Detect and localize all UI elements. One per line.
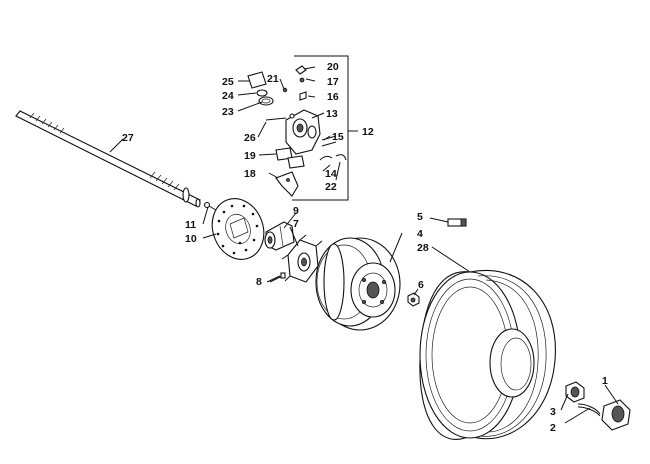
- callout-15: 15: [332, 131, 344, 143]
- valve-stem: [447, 218, 467, 227]
- callout-12: 12: [362, 126, 374, 138]
- flange-stud: [269, 272, 286, 283]
- caliper-bracket-box: [292, 55, 349, 201]
- caliper-bleeder: [282, 65, 307, 101]
- piston-parts: [247, 71, 287, 121]
- hub-cap: [601, 399, 631, 431]
- callout-13: 13: [326, 108, 338, 120]
- callout-18: 18: [244, 168, 256, 180]
- wheel-hub: [264, 221, 295, 251]
- callout-1: 1: [602, 375, 608, 387]
- callout-10: 10: [185, 233, 197, 245]
- lug-nut: [407, 292, 420, 307]
- callout-26: 26: [244, 132, 256, 144]
- callout-2: 2: [550, 422, 556, 434]
- callout-3: 3: [550, 406, 556, 418]
- callout-22: 22: [325, 181, 337, 193]
- callout-25: 25: [222, 76, 234, 88]
- brake-pads: [275, 147, 305, 169]
- cotter-pin: [577, 403, 601, 417]
- callout-11: 11: [185, 219, 196, 231]
- callout-6: 6: [418, 279, 424, 291]
- hub-flange: [281, 234, 325, 283]
- callout-7: 7: [293, 218, 299, 230]
- callout-19: 19: [244, 150, 256, 162]
- callout-23: 23: [222, 106, 234, 118]
- callout-21: 21: [267, 73, 279, 85]
- tire: [419, 269, 556, 440]
- disc-bolt: [203, 201, 217, 211]
- axle-shaft: [15, 110, 201, 208]
- brake-disc: [211, 198, 265, 260]
- callout-16: 16: [327, 91, 339, 103]
- callout-17: 17: [327, 76, 339, 88]
- callout-8: 8: [256, 276, 262, 288]
- callout-28: 28: [417, 242, 429, 254]
- callout-27: 27: [122, 132, 134, 144]
- wheel-rim: [315, 237, 401, 331]
- leader-lines: [109, 66, 619, 424]
- callout-20: 20: [327, 61, 339, 73]
- callout-14: 14: [325, 168, 337, 180]
- callout-5: 5: [417, 211, 423, 223]
- callout-4: 4: [417, 228, 423, 240]
- callout-24: 24: [222, 90, 234, 102]
- brake-caliper: [285, 109, 321, 155]
- callout-9: 9: [293, 205, 299, 217]
- axle-nut: [565, 381, 585, 403]
- caliper-bracket: [275, 171, 299, 197]
- callout-labels: 1 2 3 4 5 6 7 8 9 10 11 12 13 14 15 16 1…: [122, 61, 608, 434]
